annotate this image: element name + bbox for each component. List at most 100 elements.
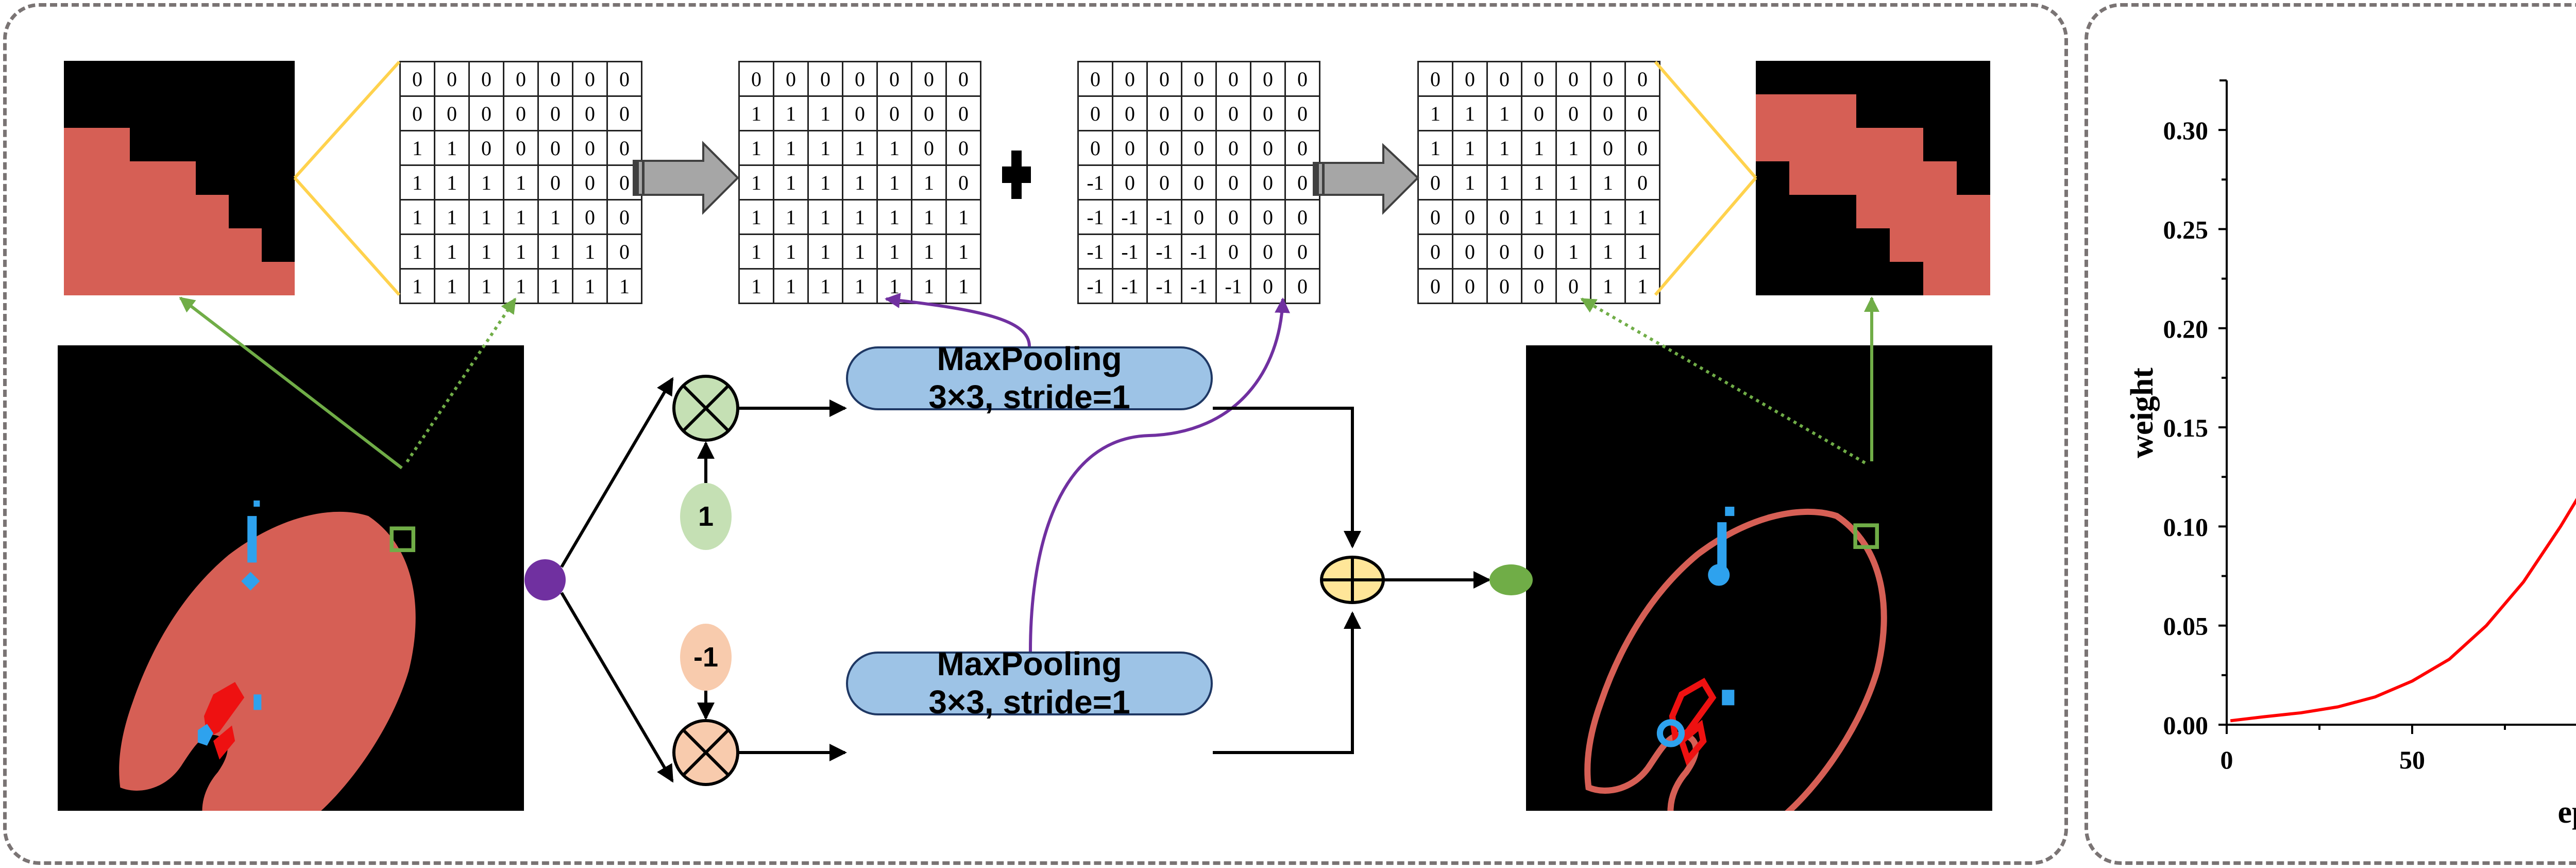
- matrix-cell: 1: [434, 268, 470, 304]
- matrix-cell: 1: [1521, 130, 1557, 166]
- matrix-cell: 1: [434, 164, 470, 201]
- matrix-cell: 0: [1417, 268, 1453, 304]
- matrix-cell: 0: [807, 61, 843, 97]
- matrix-cell: 0: [1486, 268, 1522, 304]
- matrix-cell: 1: [807, 233, 843, 270]
- matrix-cell: 0: [1521, 268, 1557, 304]
- matrix-cell: 0: [606, 61, 642, 97]
- matrix-cell: 0: [1146, 61, 1182, 97]
- matrix-cell: 0: [842, 61, 878, 97]
- matrix-cell: 0: [1112, 95, 1148, 131]
- matrix-cell: 0: [434, 61, 470, 97]
- matrix-cell: 0: [1417, 199, 1453, 235]
- x-axis-label: epoch: [2558, 795, 2576, 830]
- matrix-cell: 0: [606, 95, 642, 131]
- constant-positive: 1: [680, 483, 732, 550]
- matrix-cell: 0: [1590, 61, 1626, 97]
- matrix-cell: 1: [876, 233, 912, 270]
- matrix-cell: 1: [1452, 130, 1488, 166]
- y-tick-label: 0.25: [2163, 215, 2209, 244]
- matrix-cell: 1: [738, 164, 774, 201]
- matrix-cell: 0: [1452, 268, 1488, 304]
- series-line-weight: [2230, 497, 2576, 723]
- matrix-cell: 0: [1077, 61, 1113, 97]
- constant-negative: -1: [680, 624, 732, 691]
- matrix-cell: 1: [807, 95, 843, 131]
- matrix-cell: 1: [807, 199, 843, 235]
- matrix-cell: 0: [911, 61, 947, 97]
- matrix-cell: 0: [1146, 130, 1182, 166]
- weight-chart: 0.000.050.100.150.200.250.30050100150200…: [2125, 79, 2576, 830]
- output-patch-zoom: [1756, 61, 1990, 295]
- matrix-cell: 0: [1250, 95, 1286, 131]
- matrix-cell: 1: [503, 164, 539, 201]
- matrix-cell: 1: [1521, 164, 1557, 201]
- matrix-cell: 0: [1555, 268, 1591, 304]
- matrix-cell: 1: [911, 164, 947, 201]
- matrix-cell: 0: [945, 164, 981, 201]
- matrix-cell: 0: [1112, 164, 1148, 201]
- matrix-cell: 0: [1284, 164, 1320, 201]
- matrix-cell: 1: [1452, 95, 1488, 131]
- matrix-cell: 0: [1521, 95, 1557, 131]
- matrix-cell: 1: [537, 233, 573, 270]
- matrix-cell: 1: [945, 268, 981, 304]
- matrix-cell: 0: [1215, 199, 1251, 235]
- matrix-cell: 0: [911, 130, 947, 166]
- matrix-cell: 0: [1077, 130, 1113, 166]
- matrix-cell: 1: [773, 164, 809, 201]
- matrix-cell: -1: [1181, 233, 1217, 270]
- matrix-cell: 1: [842, 268, 878, 304]
- matrix-cell: 0: [1146, 164, 1182, 201]
- matrix-cell: -1: [1112, 268, 1148, 304]
- matrix-cell: -1: [1215, 268, 1251, 304]
- matrix-cell: 0: [503, 61, 539, 97]
- matrix-cell: 0: [399, 61, 435, 97]
- matrix-cell: 0: [1181, 130, 1217, 166]
- matrix-cell: 0: [1521, 61, 1557, 97]
- matrix-cell: 1: [572, 268, 608, 304]
- matrix-cell: 0: [1624, 130, 1660, 166]
- matrix-cell: 0: [1284, 233, 1320, 270]
- matrix-cell: 1: [738, 233, 774, 270]
- diagram-panel: [3, 3, 2068, 865]
- matrix-cell: 1: [738, 130, 774, 166]
- matrix-cell: 0: [537, 95, 573, 131]
- matrix-cell: 1: [842, 164, 878, 201]
- output-boundary-mask: [1526, 345, 1992, 811]
- matrix-cell: 1: [1555, 199, 1591, 235]
- matrix-cell: 1: [911, 268, 947, 304]
- matrix-cell: 0: [468, 95, 504, 131]
- matrix-cell: 0: [1624, 164, 1660, 201]
- matrix-cell: 1: [1521, 199, 1557, 235]
- matrix-cell: 0: [1250, 61, 1286, 97]
- matrix-cell: 0: [1284, 199, 1320, 235]
- matrix-cell: 1: [1555, 130, 1591, 166]
- matrix-cell: 1: [1590, 233, 1626, 270]
- matrix-cell: 0: [503, 130, 539, 166]
- y-tick-label: 0.05: [2163, 612, 2209, 641]
- matrix-cell: 0: [572, 164, 608, 201]
- matrix-cell: 0: [1284, 268, 1320, 304]
- matrix-cell: 0: [1555, 95, 1591, 131]
- input-segmentation-mask: [58, 345, 524, 811]
- matrix-cell: -1: [1181, 268, 1217, 304]
- matrix-cell: 1: [738, 199, 774, 235]
- matrix-cell: 0: [1181, 164, 1217, 201]
- matrix-cell: 0: [1284, 95, 1320, 131]
- matrix-cell: -1: [1077, 233, 1113, 270]
- maxpool-bottom-params: 3×3, stride=1: [928, 683, 1130, 721]
- matrix-cell: 0: [876, 61, 912, 97]
- matrix-cell: 1: [503, 268, 539, 304]
